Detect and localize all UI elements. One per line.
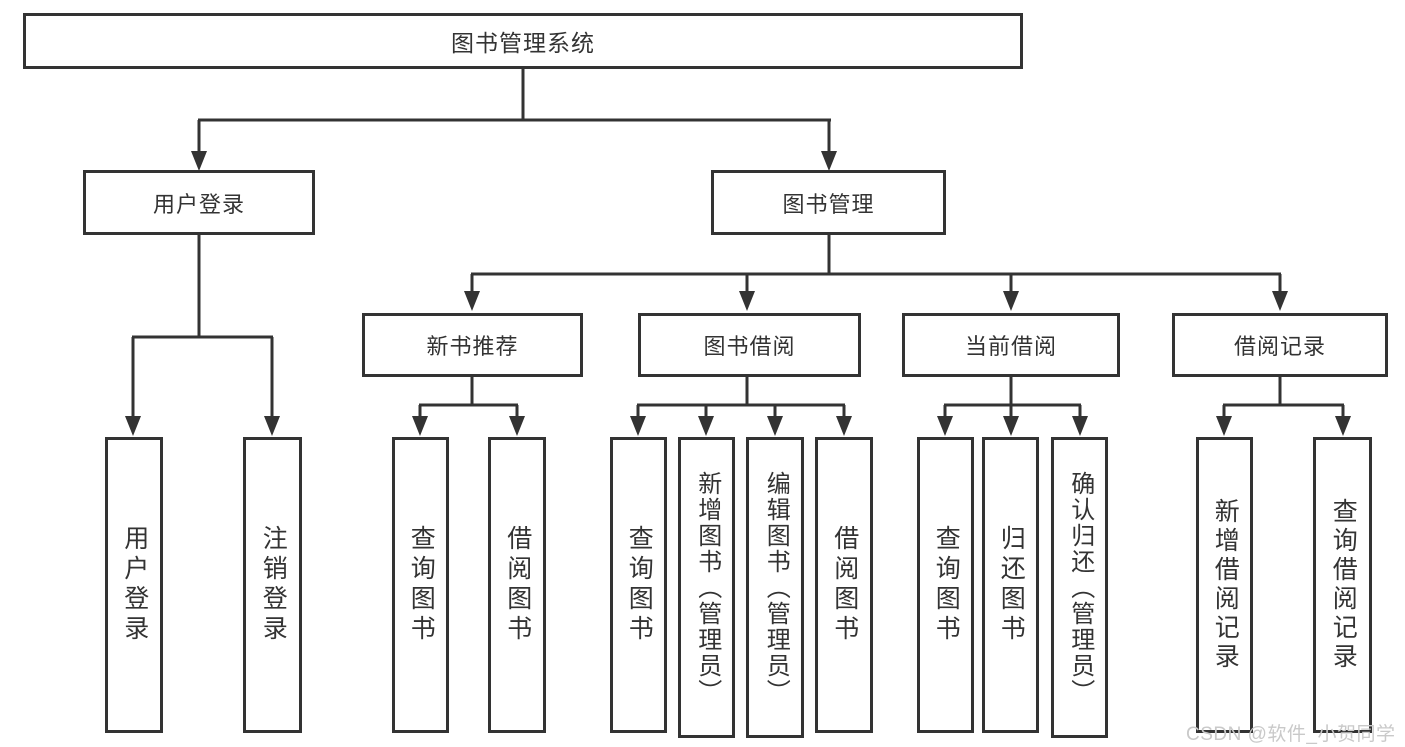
leaf-borrow-borrow-books-label: 借阅图书 <box>830 525 859 645</box>
node-user-login-label: 用户登录 <box>152 191 245 217</box>
leaf-recommend-borrow-books-label: 借阅图书 <box>503 525 532 645</box>
arrowhead-icon <box>1072 416 1088 436</box>
arrowhead-icon <box>767 416 783 436</box>
leaf-user-login: 用户登录 <box>105 437 163 733</box>
leaf-records-query-record: 查询借阅记录 <box>1313 437 1372 733</box>
watermark-text: CSDN @软件_小贺同学 <box>1186 724 1396 745</box>
node-root: 图书管理系统 <box>23 13 1023 69</box>
arrowhead-icon <box>630 416 646 436</box>
leaf-current-return-books: 归还图书 <box>982 437 1039 733</box>
arrowhead-icon <box>1216 416 1232 436</box>
leaf-borrow-add-books-admin: 新增图书（管理员） <box>678 437 735 738</box>
node-current-borrow: 当前借阅 <box>902 313 1120 377</box>
leaf-records-add-record-label: 新增借阅记录 <box>1211 498 1240 672</box>
arrowhead-icon <box>1335 416 1351 436</box>
leaf-recommend-borrow-books: 借阅图书 <box>488 437 546 733</box>
leaf-current-confirm-return-admin: 确认归还（管理员） <box>1051 437 1108 738</box>
arrowhead-icon <box>739 291 755 311</box>
leaf-borrow-edit-books-admin: 编辑图书（管理员） <box>746 437 804 738</box>
arrowhead-icon <box>509 416 525 436</box>
leaf-records-add-record: 新增借阅记录 <box>1196 437 1253 733</box>
arrowhead-icon <box>264 416 280 436</box>
leaf-current-query-books-label: 查询图书 <box>932 525 961 645</box>
arrowhead-icon <box>412 416 428 436</box>
arrowhead-icon <box>698 416 714 436</box>
node-book-borrow: 图书借阅 <box>638 313 861 377</box>
node-new-book-recommend: 新书推荐 <box>362 313 583 377</box>
node-root-label: 图书管理系统 <box>451 30 595 56</box>
leaf-borrow-borrow-books: 借阅图书 <box>815 437 873 733</box>
leaf-borrow-query-books-label: 查询图书 <box>625 525 654 645</box>
arrowhead-icon <box>821 151 837 171</box>
leaf-borrow-query-books: 查询图书 <box>610 437 667 733</box>
leaf-current-confirm-return-admin-label: 确认归还（管理员） <box>1066 470 1094 705</box>
leaf-records-query-record-label: 查询借阅记录 <box>1329 498 1358 672</box>
leaf-logout: 注销登录 <box>243 437 302 733</box>
leaf-current-query-books: 查询图书 <box>917 437 974 733</box>
arrowhead-icon <box>836 416 852 436</box>
leaf-borrow-edit-books-admin-label: 编辑图书（管理员） <box>762 470 790 705</box>
leaf-recommend-query-books-label: 查询图书 <box>407 525 436 645</box>
node-book-management: 图书管理 <box>711 170 946 235</box>
leaf-recommend-query-books: 查询图书 <box>392 437 449 733</box>
arrowhead-icon <box>125 416 141 436</box>
arrowhead-icon <box>1272 291 1288 311</box>
arrowhead-icon <box>1003 416 1019 436</box>
leaf-logout-label: 注销登录 <box>259 525 288 645</box>
node-borrow-records-label: 借阅记录 <box>1233 334 1326 359</box>
node-user-login: 用户登录 <box>83 170 315 235</box>
leaf-current-return-books-label: 归还图书 <box>997 525 1026 645</box>
node-current-borrow-label: 当前借阅 <box>964 334 1057 359</box>
node-book-management-label: 图书管理 <box>782 191 875 217</box>
arrowhead-icon <box>937 416 953 436</box>
node-new-book-recommend-label: 新书推荐 <box>426 334 519 359</box>
arrowhead-icon <box>191 151 207 171</box>
arrowhead-icon <box>464 291 480 311</box>
arrowhead-icon <box>1003 291 1019 311</box>
node-borrow-records: 借阅记录 <box>1172 313 1388 377</box>
node-book-borrow-label: 图书借阅 <box>703 334 796 359</box>
leaf-user-login-label: 用户登录 <box>120 525 149 645</box>
leaf-borrow-add-books-admin-label: 新增图书（管理员） <box>693 470 721 705</box>
